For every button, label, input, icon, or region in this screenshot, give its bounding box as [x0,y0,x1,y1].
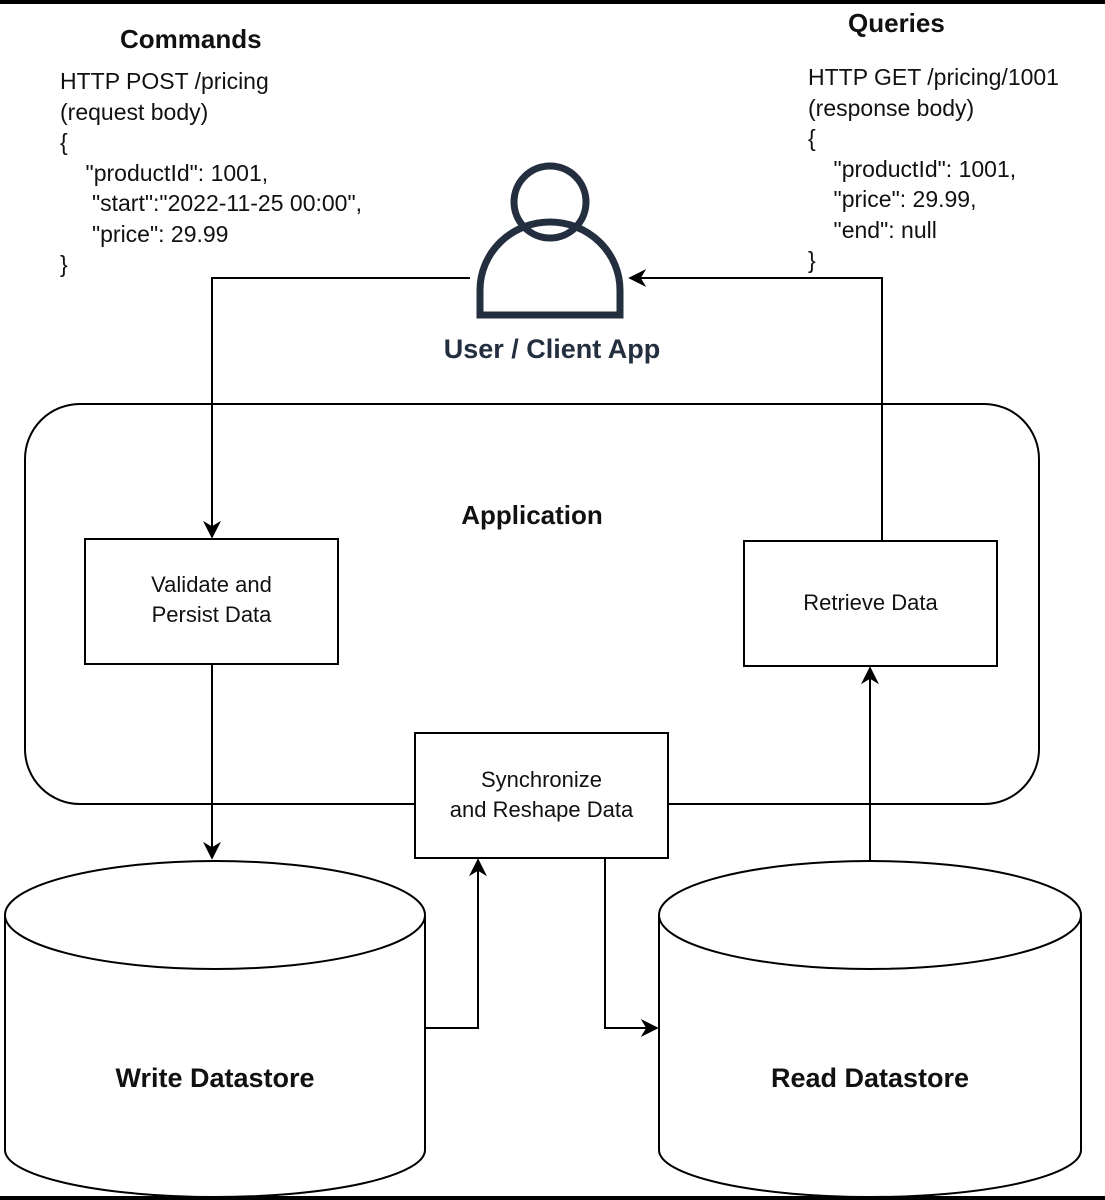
queries-line: { [808,125,816,151]
validate-box [84,538,339,665]
validate-box-label: Validate and Persist Data [151,572,272,627]
retrieve-box-label: Retrieve Data [803,590,938,615]
synchronize-box [414,732,669,859]
commands-line: "price": 29.99 [60,220,229,247]
top-border [0,0,1105,4]
arrow-user-to-validate [203,277,470,539]
commands-request: HTTP POST /pricing (request body) { "pro… [60,66,362,280]
commands-line: HTTP POST /pricing [60,68,269,94]
queries-line: "productId": 1001, [808,155,1017,182]
queries-heading: Queries [848,8,945,38]
queries-line: "price": 29.99, [808,186,977,212]
commands-line: "productId": 1001, [60,159,269,186]
arrow-synchronize-to-read-datastore [604,858,659,1037]
arrow-retrieve-to-user [628,269,883,541]
bottom-border [0,1196,1105,1200]
queries-response: HTTP GET /pricing/1001 (response body) {… [808,62,1059,276]
queries-line: HTTP GET /pricing/1001 [808,64,1059,90]
commands-line: { [60,129,68,155]
commands-heading: Commands [120,24,262,54]
queries-line: "end": null [808,216,937,243]
queries-line: (response body) [808,94,975,121]
synchronize-box-label: Synchronize and Reshape Data [449,767,634,822]
retrieve-box [743,540,998,667]
commands-line: } [60,251,68,277]
commands-line: "start":"2022-11-25 00:00", [60,190,363,216]
user-label: User / Client App [443,334,661,364]
application-label: Application [461,500,603,530]
user-icon [476,162,624,319]
arrow-write-datastore-to-synchronize [425,858,487,1029]
read-datastore-label: Read Datastore [770,1063,970,1093]
write-datastore-label: Write Datastore [115,1063,315,1093]
read-datastore-cylinder [658,860,1082,1198]
commands-line: (request body) [60,98,209,125]
queries-line: } [808,247,816,273]
write-datastore-cylinder [4,860,426,1198]
